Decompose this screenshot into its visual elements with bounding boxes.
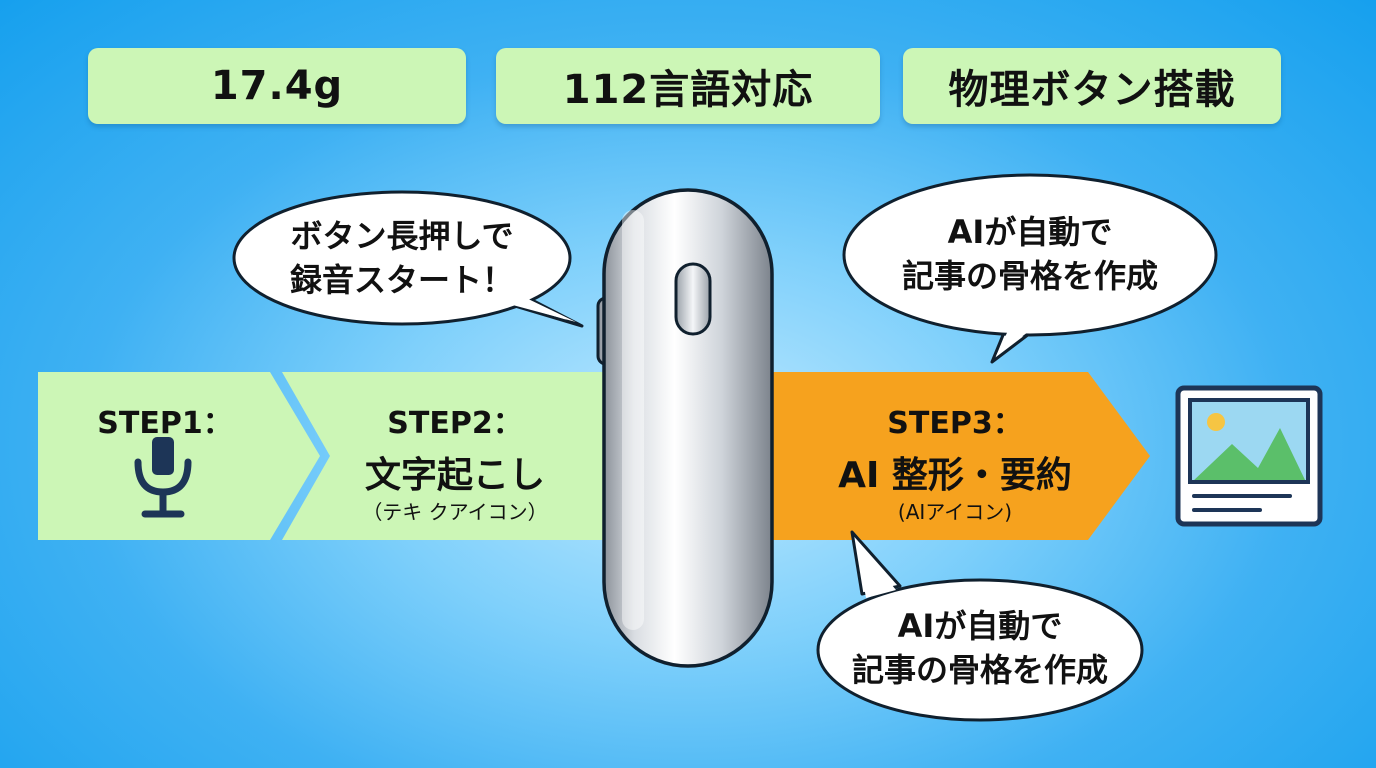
- step1-arrow: [38, 372, 320, 540]
- speech-bubble-record: [232, 190, 584, 328]
- bubble-ai-top-line-2: 記事の骨格を作成: [901, 257, 1158, 295]
- step2-arrow: [282, 372, 610, 540]
- step3-sublabel: (AIアイコン): [897, 500, 1013, 524]
- speech-bubble-ai-top: [842, 173, 1218, 364]
- feature-badge-weight: 17.4g: [88, 48, 466, 124]
- bubble-record-line-2: 録音スタート！: [289, 261, 514, 299]
- bubble-ai-bottom-line-2: 記事の骨格を作成: [851, 651, 1108, 689]
- step2-label: 文字起こし: [364, 455, 545, 496]
- step1-title: STEP1：: [97, 406, 233, 441]
- microphone-icon: [134, 437, 192, 518]
- image-document-icon: [1175, 385, 1323, 527]
- bubble-ai-top-line-1: AIが自動で: [947, 213, 1113, 251]
- bubble-ai-bottom-line-1: AIが自動で: [897, 607, 1063, 645]
- speech-bubble-ai-bottom: [816, 530, 1144, 722]
- feature-badge-physical-button: 物理ボタン搭載: [903, 48, 1281, 124]
- bubble-ai-bottom-text: AIが自動で 記事の骨格を作成: [830, 604, 1130, 692]
- bubble-record-text: ボタン長押しで 録音スタート！: [252, 214, 552, 302]
- step3-label: AI 整形・要約: [838, 455, 1072, 496]
- recorder-device: [596, 188, 774, 668]
- step3-title: STEP3：: [887, 406, 1023, 441]
- feature-badge-languages: 112言語対応: [496, 48, 880, 124]
- step2-title: STEP2：: [387, 406, 523, 441]
- step3-arrow: [768, 372, 1150, 540]
- step2-sublabel: （テキ クアイコン）: [362, 500, 548, 524]
- bubble-record-line-1: ボタン長押しで: [290, 217, 514, 255]
- bubble-ai-top-text: AIが自動で 記事の骨格を作成: [860, 210, 1200, 298]
